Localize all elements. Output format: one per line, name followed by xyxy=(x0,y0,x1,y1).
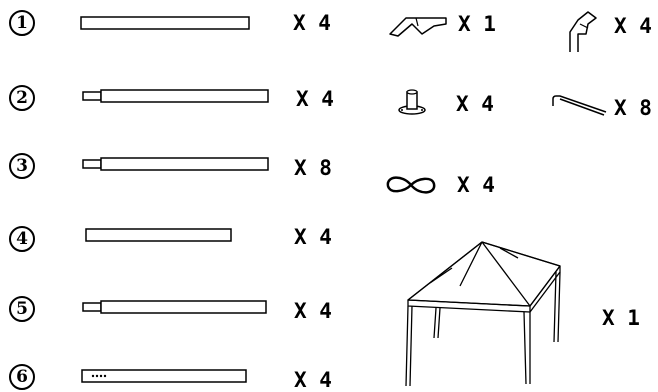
part-number-5: 5 xyxy=(9,296,35,322)
part-number-3: 3 xyxy=(9,153,35,179)
part-number-2: 2 xyxy=(9,85,35,111)
corner-connector-icon xyxy=(566,8,606,56)
rope-loop-icon xyxy=(384,172,438,198)
part-number-4: 4 xyxy=(9,226,35,252)
top-connector-icon xyxy=(388,12,452,38)
part-3-qty: X 8 xyxy=(294,156,332,180)
part-2-qty: X 4 xyxy=(296,87,334,111)
pole-part-3 xyxy=(82,157,272,173)
pole-part-5 xyxy=(82,300,270,316)
part-6-qty: X 4 xyxy=(294,368,332,392)
gazebo-icon xyxy=(400,238,566,388)
pole-part-6-perforated xyxy=(81,369,249,385)
foot-plate-qty: X 4 xyxy=(456,92,494,116)
part-number-6: 6 xyxy=(9,364,35,390)
part-5-qty: X 4 xyxy=(294,299,332,323)
part-number-1: 1 xyxy=(9,10,35,36)
pole-part-4 xyxy=(85,228,233,244)
top-connector-qty: X 1 xyxy=(458,12,496,36)
part-4-qty: X 4 xyxy=(294,225,332,249)
part-1-qty: X 4 xyxy=(293,11,331,35)
stake-qty: X 8 xyxy=(614,96,652,120)
gazebo-qty: X 1 xyxy=(602,306,640,330)
foot-plate-icon xyxy=(396,88,430,116)
pole-part-1 xyxy=(80,16,252,32)
rope-loop-qty: X 4 xyxy=(457,173,495,197)
corner-connector-qty: X 4 xyxy=(614,14,652,38)
stake-icon xyxy=(550,94,608,118)
pole-part-2 xyxy=(82,89,272,105)
